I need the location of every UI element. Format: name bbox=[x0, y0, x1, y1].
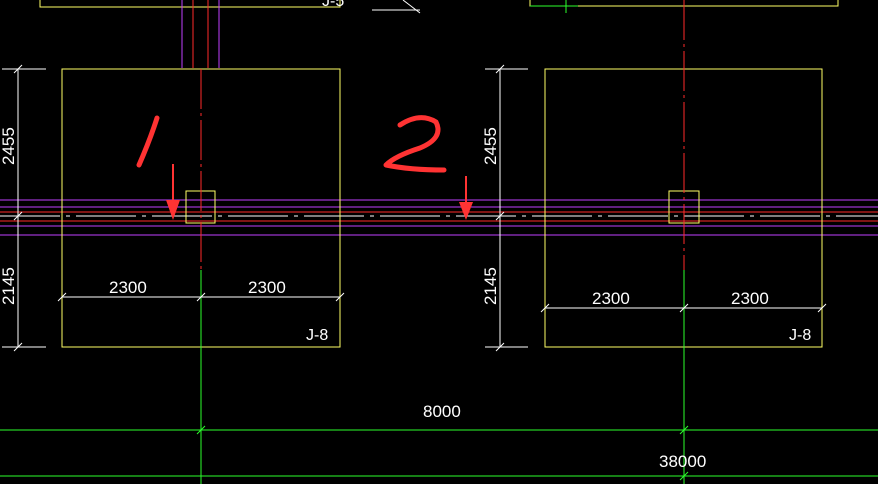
span-dimension: 8000 bbox=[423, 402, 461, 421]
footing-right-height-bottom: 2145 bbox=[481, 267, 500, 305]
overall-dimension-lines bbox=[0, 425, 878, 481]
annotation-mark-2 bbox=[383, 115, 447, 173]
beam-lines bbox=[0, 199, 878, 236]
footing-right-tag: J-8 bbox=[789, 327, 811, 344]
axis-horizontal-red bbox=[0, 211, 878, 222]
footing-left-width-right: 2300 bbox=[248, 278, 286, 297]
annotation-mark-1 bbox=[136, 115, 160, 168]
footing-right-height-top: 2455 bbox=[481, 127, 500, 165]
footing-left-height-dim bbox=[2, 64, 46, 352]
footing-left-tag: J-8 bbox=[306, 327, 328, 344]
column-stub-left bbox=[181, 0, 220, 68]
footing-right-width-dim bbox=[540, 303, 827, 313]
footing-left-height-top: 2455 bbox=[0, 127, 18, 165]
top-partial-tag: J-5 bbox=[322, 0, 344, 10]
footing-right-height-dim bbox=[485, 64, 528, 352]
footing-left-width-dim bbox=[57, 292, 345, 302]
footing-right-width-left: 2300 bbox=[592, 289, 630, 308]
top-partial-footing-left bbox=[39, 0, 341, 8]
footing-left-width-left: 2300 bbox=[109, 278, 147, 297]
down-arrow-icon bbox=[166, 164, 180, 220]
down-arrow-icon bbox=[459, 176, 473, 220]
footing-left-height-bottom: 2145 bbox=[0, 267, 18, 305]
total-dimension: 38000 bbox=[659, 452, 706, 471]
footing-right-width-right: 2300 bbox=[731, 289, 769, 308]
